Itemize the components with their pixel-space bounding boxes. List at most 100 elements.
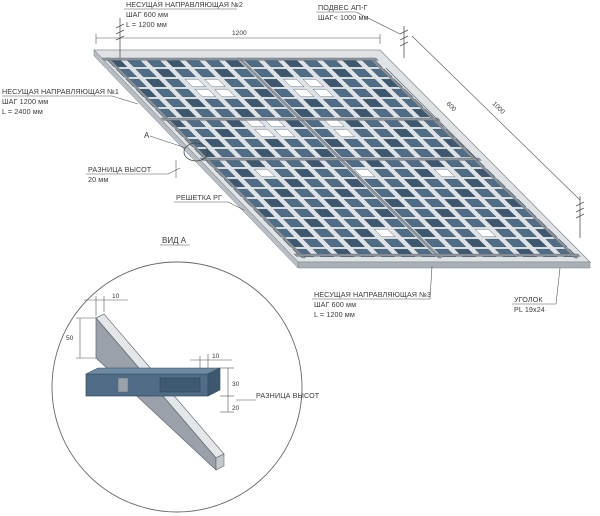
grid-cell: [453, 168, 476, 178]
label-corner-size: PL 19х24: [514, 305, 545, 314]
grid-cell: [313, 128, 336, 138]
grid-cell: [253, 168, 276, 178]
grid-cell: [292, 88, 315, 98]
grid-cell: [343, 198, 366, 208]
grid-cell: [444, 238, 467, 248]
grid-cell: [393, 208, 416, 218]
grid-cell: [204, 138, 226, 148]
grid-cell: [383, 138, 405, 148]
grid-cell: [273, 108, 296, 118]
grid-cell: [283, 138, 306, 148]
grid-cell: [353, 168, 376, 178]
grid-cell: [413, 168, 436, 178]
grid-cell: [184, 98, 207, 108]
grid-cell: [234, 128, 256, 138]
grid-cell: [383, 238, 406, 248]
grid-cell: [283, 218, 305, 228]
grid-cell: [303, 198, 326, 208]
label-rail3-title: НЕСУЩАЯ НАПРАВЛЯЮЩАЯ №3: [314, 290, 431, 299]
grid-cell: [323, 218, 346, 228]
grid-cell: [351, 88, 374, 98]
grid-cell: [273, 188, 296, 198]
grid-cell: [372, 128, 395, 138]
grid-cell: [243, 178, 266, 188]
grid-cell: [402, 138, 425, 148]
grid-cell: [443, 178, 466, 188]
grid-cell: [373, 168, 396, 178]
detail-dimension-lines: [76, 296, 234, 413]
grid-cell: [373, 148, 396, 158]
grid-cell: [423, 178, 446, 188]
grid-cell: [352, 108, 375, 118]
label-rail2-step: ШАГ 600 мм: [126, 10, 168, 19]
grid-cell: [353, 208, 376, 218]
grid-cell: [243, 78, 266, 88]
grid-cell: [525, 238, 548, 248]
grid-cell: [393, 228, 416, 238]
label-height-diff-value: 20 мм: [88, 175, 108, 184]
grid-cell: [283, 198, 306, 208]
grid-cell: [233, 168, 256, 178]
grid-cell: [333, 208, 356, 218]
grid-cell: [433, 168, 456, 178]
dimension-600: 600: [445, 100, 458, 113]
grid-cell: [224, 138, 246, 148]
grid-cell: [484, 218, 507, 228]
grid-cell: [253, 128, 276, 138]
grid-cell: [233, 88, 256, 98]
grid-cell: [413, 188, 436, 198]
grid-cell: [484, 198, 507, 208]
grid-cell: [214, 128, 236, 138]
grid-cell: [174, 108, 197, 118]
grid-cell: [343, 218, 366, 228]
label-rail1-length: L = 2400 мм: [2, 107, 43, 116]
detail-dim-50: 50: [66, 335, 74, 342]
hanger-far: [575, 196, 585, 238]
grid-cell: [333, 168, 356, 178]
grid-cell: [213, 68, 236, 78]
grid-cell: [214, 148, 236, 158]
grid-cell: [343, 138, 366, 148]
grid-cell: [263, 178, 286, 188]
rail-transverse: [160, 117, 441, 121]
grid-cell: [253, 88, 276, 98]
grid-cell: [293, 168, 316, 178]
grid-cell: [243, 98, 266, 108]
grid-cell: [234, 108, 256, 118]
grid-cell: [273, 208, 295, 218]
grid-cell: [253, 68, 275, 78]
grid-cell: [263, 98, 286, 108]
grid-cell: [204, 78, 226, 88]
grid-cell: [194, 108, 217, 118]
grid-cell: [263, 138, 286, 148]
label-rail3-length: L = 1200 мм: [314, 310, 355, 319]
grid-cell: [464, 238, 487, 248]
label-hanger-step: ШАГ< 1000 мм: [318, 13, 369, 22]
grid-cells: [106, 59, 578, 257]
grid-cell: [292, 228, 315, 238]
grid-cell: [393, 168, 416, 178]
grid-cell: [372, 108, 395, 118]
dimension-diagonal-lines: [385, 35, 581, 201]
grid-cell: [293, 128, 316, 138]
detail-lower-cells: [85, 367, 221, 397]
grid-cell: [342, 98, 365, 108]
grid-cell: [494, 228, 517, 238]
grid-cell: [244, 138, 266, 148]
corner-profile: [297, 261, 591, 269]
grid-cell: [272, 68, 295, 78]
label-grid: РЕШЕТКА РГ: [176, 193, 222, 202]
label-rail2-title: НЕСУЩАЯ НАПРАВЛЯЮЩАЯ №2: [126, 0, 243, 9]
grid-cell: [403, 218, 426, 228]
grid-cell: [302, 98, 325, 108]
grid-cell: [353, 128, 375, 138]
grid-cell: [303, 138, 326, 148]
grid-cell: [343, 238, 366, 248]
detail-height-diff-label: РАЗНИЦА ВЫСОТ: [256, 391, 320, 400]
grid-cell: [323, 198, 346, 208]
grid-cell: [331, 68, 354, 78]
grid-cell: [214, 108, 236, 118]
grid-cell: [313, 168, 336, 178]
grid-cell: [494, 208, 517, 218]
grid-cell: [444, 198, 467, 208]
